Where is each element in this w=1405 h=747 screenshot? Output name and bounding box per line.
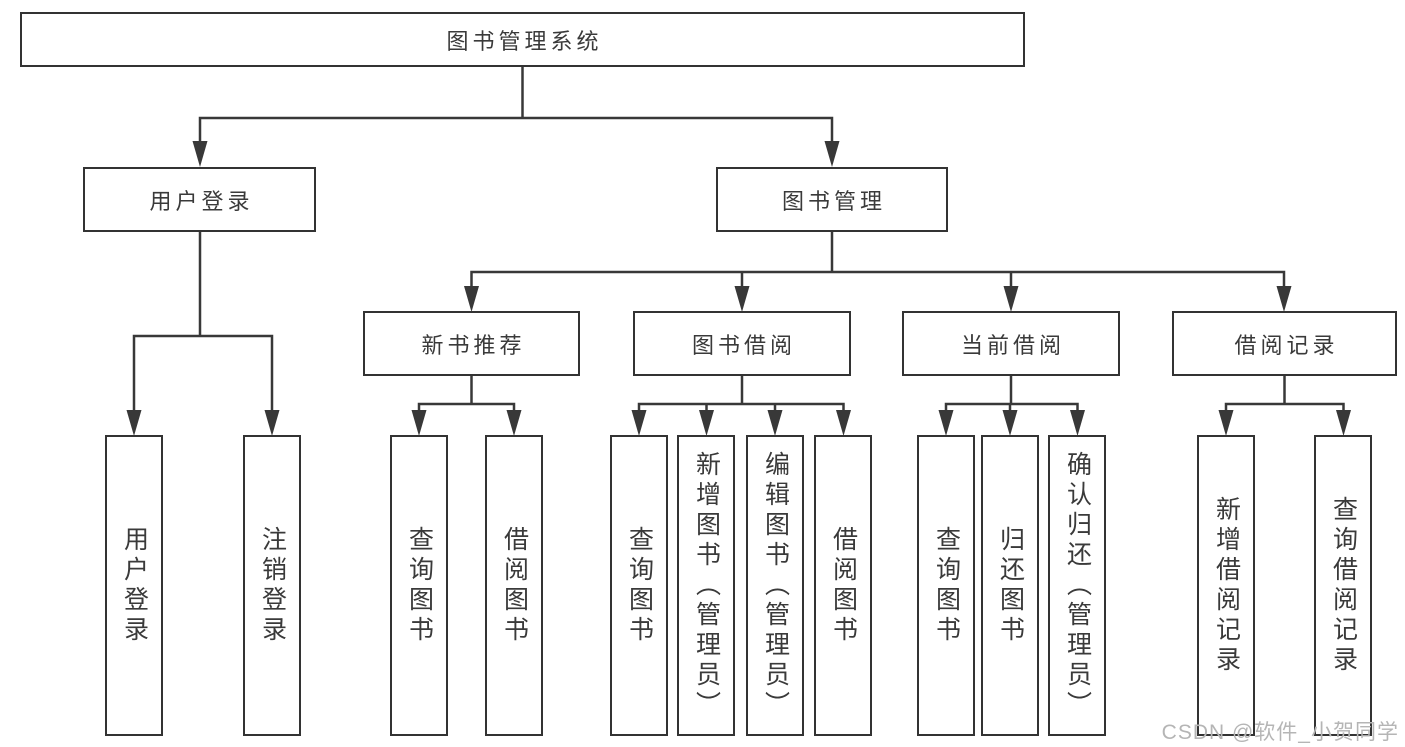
csdn-watermark: CSDN @软件_小贺同学 — [1161, 721, 1399, 744]
leaf-add-borrow-record: 新增借阅记录 — [1197, 435, 1255, 736]
node-book-management: 图书管理 — [716, 167, 948, 232]
node-library-system: 图书管理系统 — [20, 12, 1025, 67]
arrowhead-down-icon — [1218, 410, 1234, 436]
arrowhead-down-icon — [411, 410, 427, 436]
leaf-user-login: 用户登录 — [105, 435, 163, 736]
leaf-return-book: 归还图书 — [981, 435, 1039, 736]
node-book-borrowing: 图书借阅 — [633, 311, 851, 376]
arrowhead-down-icon — [938, 410, 954, 436]
arrowhead-down-icon — [1070, 410, 1085, 436]
arrowhead-down-icon — [464, 286, 479, 312]
arrowhead-down-icon — [734, 286, 750, 312]
arrowhead-down-icon — [192, 141, 208, 167]
arrowhead-down-icon — [631, 410, 647, 436]
arrowhead-down-icon — [767, 410, 783, 436]
leaf-query-book-current: 查询图书 — [917, 435, 975, 736]
arrowhead-down-icon — [824, 141, 840, 167]
arrowhead-down-icon — [699, 410, 714, 436]
leaf-query-book-borrowing: 查询图书 — [610, 435, 668, 736]
arrowhead-down-icon — [1276, 286, 1292, 312]
node-borrow-records: 借阅记录 — [1172, 311, 1397, 376]
arrowhead-down-icon — [836, 410, 851, 436]
leaf-query-borrow-record: 查询借阅记录 — [1314, 435, 1372, 736]
leaf-query-book-recommend: 查询图书 — [390, 435, 448, 736]
tree-connectors — [132, 67, 1345, 414]
node-current-borrowing: 当前借阅 — [902, 311, 1120, 376]
leaf-borrow-book: 借阅图书 — [814, 435, 872, 736]
node-new-book-recommend: 新书推荐 — [363, 311, 580, 376]
leaf-confirm-return-admin: 确认归还（管理员） — [1048, 435, 1106, 736]
arrowhead-down-icon — [1002, 410, 1018, 436]
node-user-login: 用户登录 — [83, 167, 316, 232]
arrowhead-down-icon — [126, 410, 142, 436]
leaf-edit-book-admin: 编辑图书（管理员） — [746, 435, 804, 736]
arrowhead-down-icon — [506, 410, 522, 436]
arrowhead-down-icon — [264, 410, 280, 436]
leaf-add-book-admin: 新增图书（管理员） — [677, 435, 735, 736]
leaf-borrow-book-recommend: 借阅图书 — [485, 435, 543, 736]
arrowhead-down-icon — [1336, 410, 1351, 436]
arrowhead-down-icon — [1003, 286, 1019, 312]
leaf-logout: 注销登录 — [243, 435, 301, 736]
